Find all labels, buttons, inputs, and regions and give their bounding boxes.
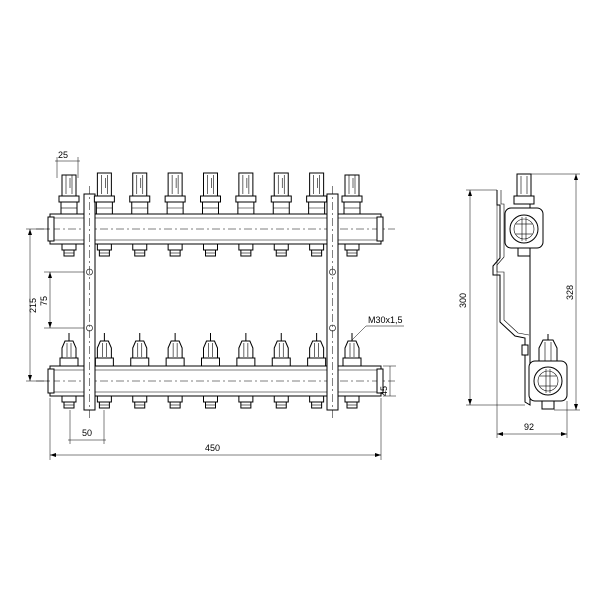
left-bracket xyxy=(83,186,96,418)
side-top-flowmeter xyxy=(513,173,535,205)
dim-328-label: 328 xyxy=(565,285,575,300)
valve xyxy=(59,333,79,367)
flowmeter xyxy=(270,172,292,215)
dim-450-label: 450 xyxy=(205,443,220,453)
dim-75: 75 xyxy=(39,271,84,329)
dim-300-label: 300 xyxy=(458,293,468,308)
flowmeter xyxy=(129,172,151,215)
outlet-nozzle xyxy=(167,395,183,409)
dim-92: 92 xyxy=(496,205,568,438)
flowmeter xyxy=(93,172,115,215)
top-flowmeters xyxy=(58,172,363,215)
dim-thread-label: M30x1,5 xyxy=(368,315,403,325)
outlet-nozzle xyxy=(238,395,254,409)
dim-50: 50 xyxy=(68,410,106,444)
outlet-nozzle xyxy=(309,395,325,409)
outlet-nozzles xyxy=(61,243,360,409)
flowmeter xyxy=(235,172,257,215)
dim-75-label: 75 xyxy=(39,296,49,306)
outlet-nozzle xyxy=(96,243,112,257)
dim-215-label: 215 xyxy=(28,298,38,313)
valve xyxy=(165,333,185,367)
dim-thread: M30x1,5 xyxy=(351,315,404,341)
outlet-nozzle xyxy=(132,395,148,409)
outlet-nozzle xyxy=(273,395,289,409)
flowmeter xyxy=(200,172,221,215)
flowmeter xyxy=(341,174,363,215)
flowmeter xyxy=(306,172,328,215)
dim-92-label: 92 xyxy=(524,422,534,432)
side-bracket xyxy=(492,190,531,406)
dim-45: 45 xyxy=(379,365,396,397)
dim-25-label: 25 xyxy=(58,150,68,160)
bottom-valves xyxy=(59,333,362,367)
flowmeter xyxy=(58,174,80,215)
dim-25: 25 xyxy=(55,150,80,178)
valve xyxy=(307,333,327,367)
side-bottom-pipe xyxy=(528,360,568,410)
outlet-nozzle xyxy=(132,243,148,257)
outlet-nozzle xyxy=(273,243,289,257)
valve xyxy=(271,333,291,367)
outlet-nozzle xyxy=(344,243,360,257)
right-bracket xyxy=(326,186,339,418)
valve xyxy=(130,333,150,367)
outlet-nozzle xyxy=(167,243,183,257)
outlet-nozzle xyxy=(203,243,218,257)
dim-50-label: 50 xyxy=(82,428,92,438)
outlet-nozzle xyxy=(96,395,112,409)
outlet-nozzle xyxy=(344,395,360,409)
side-top-pipe xyxy=(504,207,544,257)
dim-215: 215 xyxy=(26,228,50,382)
top-manifold-bar xyxy=(36,213,395,245)
valve xyxy=(94,333,114,367)
outlet-nozzle xyxy=(203,395,218,409)
outlet-nozzle xyxy=(61,395,77,409)
front-view: 25 215 75 M30x1,5 45 xyxy=(26,150,404,460)
outlet-nozzle xyxy=(238,243,254,257)
valve xyxy=(236,333,256,367)
side-view: 300 328 92 xyxy=(458,173,580,438)
valve xyxy=(201,333,220,367)
outlet-nozzle xyxy=(61,243,77,257)
valve xyxy=(342,333,362,367)
dim-300: 300 xyxy=(458,189,525,406)
dim-45-label: 45 xyxy=(379,386,389,396)
outlet-nozzle xyxy=(309,243,325,257)
flowmeter xyxy=(164,172,186,215)
dim-450: 450 xyxy=(49,398,382,460)
side-bottom-valve xyxy=(538,334,558,363)
